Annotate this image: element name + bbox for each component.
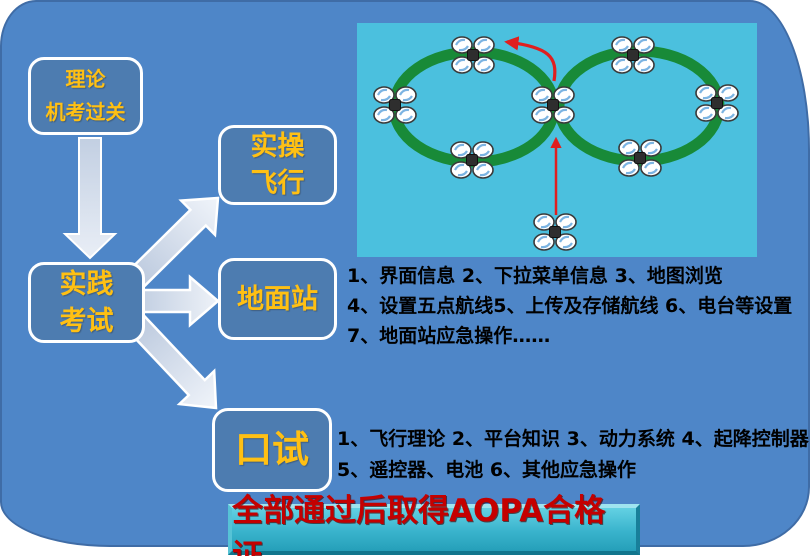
note-line: 1、飞行理论 2、平台知识 3、动力系统 4、起降控制器 [337,428,809,450]
node-label-line: 实操 [250,131,305,162]
ground-station-notes: 1、界面信息 2、下拉菜单信息 3、地图浏览 4、设置五点航线5、上传及存储航线… [347,261,812,351]
banner-text: 全部通过后取得AOPA合格证 [232,492,606,556]
note-line: 7、地面站应急操作…… [347,325,551,347]
flight-diagram [357,23,757,257]
node-oral-exam: 口试 [212,408,332,492]
turn-arrow-icon [504,36,557,82]
arrow-theory-to-practice [62,137,118,260]
node-label-line: 口试 [235,428,309,471]
node-flight-operation: 实操 飞行 [218,125,337,205]
node-label-line: 考试 [59,305,114,337]
node-label-line: 理论 [65,67,106,91]
oral-exam-notes: 1、飞行理论 2、平台知识 3、动力系统 4、起降控制器 5、遥控器、电池 6、… [337,424,812,486]
node-label-line: 机考过关 [45,100,126,124]
note-line: 5、遥控器、电池 6、其他应急操作 [337,459,637,481]
node-label-line: 飞行 [250,168,305,199]
node-ground-station: 地面站 [218,258,337,340]
node-theory-exam: 理论 机考过关 [28,57,143,135]
arrow-practice-to-flight [123,196,220,292]
node-label-line: 实践 [59,268,114,300]
node-practice-exam: 实践 考试 [28,262,145,343]
note-line: 4、设置五点航线5、上传及存储航线 6、电台等设置 [347,295,793,317]
certificate-banner: 全部通过后取得AOPA合格证 [228,493,640,556]
arrow-practice-to-ground [138,274,220,328]
node-label-line: 地面站 [237,283,318,315]
note-line: 1、界面信息 2、下拉菜单信息 3、地图浏览 [347,265,723,287]
